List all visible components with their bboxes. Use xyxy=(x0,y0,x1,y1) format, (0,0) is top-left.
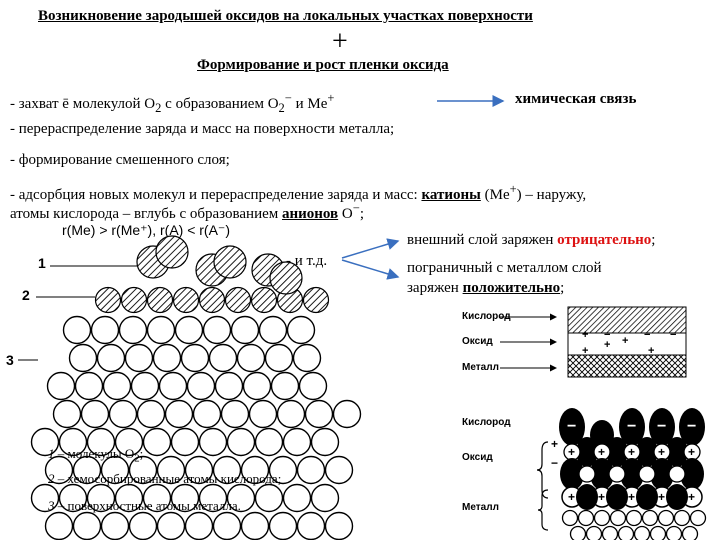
brace-minus: − xyxy=(551,456,559,470)
inner-layer-note-line2: заряжен положительно; xyxy=(407,280,564,297)
bullet-capture: - захват ē молекулой O2 с образованием O… xyxy=(10,91,334,116)
charge-sign-plus: + xyxy=(582,329,589,341)
legend-num: 2 xyxy=(48,471,55,486)
brace-plus: + xyxy=(551,437,559,451)
bullet-adsorption-line2-post: O xyxy=(338,206,353,222)
layer-scheme xyxy=(500,306,687,378)
label-metal-2: Металл xyxy=(462,502,499,513)
charge-sign-minus: − xyxy=(670,329,677,341)
bullet-redistribution: - перераспределение заряда и масс на пов… xyxy=(10,121,395,137)
label-number-1: 1 xyxy=(38,255,46,271)
chemical-bond-label: химическая связь xyxy=(515,91,637,107)
label-metal: Металл xyxy=(462,362,499,373)
bullet-adsorption-end: ; xyxy=(359,206,364,222)
svg-text:+: + xyxy=(658,445,665,459)
svg-text:+: + xyxy=(658,490,665,504)
superscript: + xyxy=(509,182,517,196)
legend-text: – хемосорбированные атомы кислорода; xyxy=(54,471,282,486)
bullet-adsorption-post: ) – наружу, xyxy=(516,187,587,203)
svg-text:+: + xyxy=(598,445,605,459)
label-number-3: 3 xyxy=(6,352,14,368)
bullet-adsorption: - адсорбция новых молекул и перераспреде… xyxy=(10,182,586,204)
bullet-adsorption-text: - адсорбция новых молекул и перераспреде… xyxy=(10,187,422,203)
outer-layer-text: внешний слой заряжен xyxy=(407,232,558,248)
inner-layer-note-line1: пограничный с металлом слой xyxy=(407,260,602,276)
title-nucleation: Возникновение зародышей оксидов на локал… xyxy=(38,8,533,24)
outer-layer-end: ; xyxy=(651,232,656,248)
charge-sign-minus: − xyxy=(644,329,651,341)
legend-end: ; xyxy=(139,446,144,461)
svg-text:−: − xyxy=(657,418,666,435)
ion-scheme: − − − − + + + + + + + + + + xyxy=(559,408,707,540)
title-film-growth: Формирование и рост пленки оксида xyxy=(197,57,449,73)
outer-layer-note: внешний слой заряжен отрицательно; xyxy=(407,232,655,249)
brace-metal xyxy=(537,489,549,531)
legend-text: – молекулы O xyxy=(54,446,135,461)
label-oxygen: Кислород xyxy=(462,311,511,322)
charge-sign-plus: + xyxy=(582,345,589,357)
svg-text:−: − xyxy=(627,418,636,435)
bullet-adsorption-line2: атомы кислорода – вглубь с образованием … xyxy=(10,201,364,223)
svg-text:+: + xyxy=(568,490,575,504)
svg-text:+: + xyxy=(568,445,575,459)
svg-text:+: + xyxy=(688,490,695,504)
arrow-to-inner xyxy=(341,259,400,280)
label-number-2: 2 xyxy=(22,287,30,303)
legend-text: – поверхностные атомы металла. xyxy=(54,498,241,513)
svg-text:+: + xyxy=(628,490,635,504)
svg-text:+: + xyxy=(628,445,635,459)
bullet-adsorption-line2-text: атомы кислорода – вглубь с образованием xyxy=(10,206,282,222)
bullet-capture-text-post: и Me xyxy=(291,96,328,112)
superscript: − xyxy=(284,91,292,105)
legend-2: 2 – хемосорбированные атомы кислорода; xyxy=(48,471,281,487)
svg-text:+: + xyxy=(598,490,605,504)
bullet-mixed-layer: - формирование смешенного слоя; xyxy=(10,152,230,168)
label-oxide: Оксид xyxy=(462,336,493,347)
subscript: 2 xyxy=(278,101,285,115)
subscript: 2 xyxy=(134,452,140,465)
positive-word: положительно xyxy=(462,280,561,296)
superscript: − xyxy=(352,201,360,215)
chemisorbed-oxygen xyxy=(94,286,330,314)
subscript: 2 xyxy=(155,101,162,115)
legend-3: 3 – поверхностные атомы металла. xyxy=(48,498,241,514)
bullet-capture-text: - захват ē молекулой O xyxy=(10,96,156,112)
svg-text:−: − xyxy=(687,418,696,435)
svg-text:−: − xyxy=(567,418,576,435)
legend-num: 3 xyxy=(48,498,55,513)
cations-word: катионы xyxy=(421,187,481,203)
bullet-adsorption-mid: (Me xyxy=(480,187,510,203)
negative-word: отрицательно xyxy=(557,232,652,248)
radius-relation: r(Me) > r(Me⁺), r(A) < r(A⁻) xyxy=(62,222,230,238)
label-oxygen-2: Кислород xyxy=(462,417,511,428)
plus-sign: + xyxy=(332,26,348,57)
superscript: + xyxy=(327,91,335,105)
svg-text:+: + xyxy=(688,445,695,459)
legend-1: 1 – молекулы O2; xyxy=(48,446,143,465)
anions-word: анионов xyxy=(282,206,339,222)
arrow-to-outer xyxy=(341,238,400,259)
bullet-capture-text-mid: с образованием O xyxy=(161,96,279,112)
inner-layer-text: заряжен xyxy=(407,280,463,296)
legend-num: 1 xyxy=(48,446,55,461)
charge-sign-plus: + xyxy=(604,339,611,351)
charge-sign-minus: − xyxy=(604,329,611,341)
charge-sign-plus: + xyxy=(622,335,629,347)
charge-sign-plus: + xyxy=(648,345,655,357)
inner-layer-end: ; xyxy=(560,280,565,296)
oxygen-molecules xyxy=(136,235,303,295)
label-oxide-2: Оксид xyxy=(462,452,493,463)
